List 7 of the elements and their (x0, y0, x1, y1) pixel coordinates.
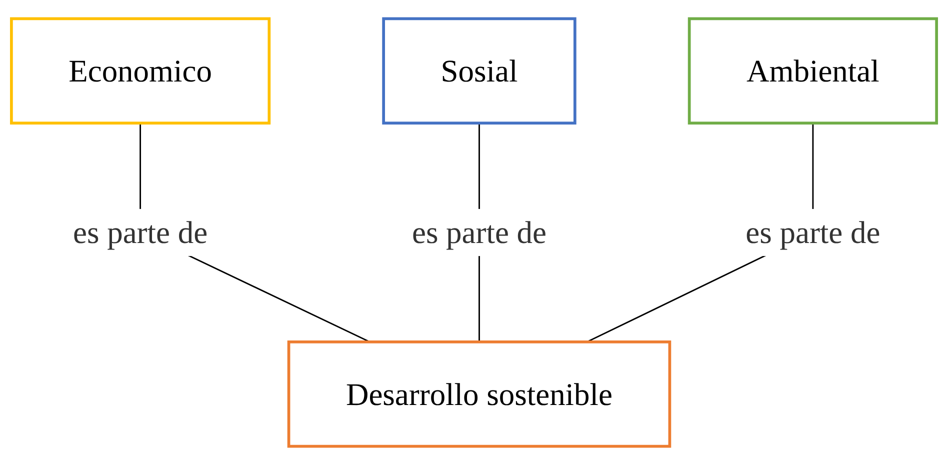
node-box: Desarrollo sostenible (287, 340, 672, 448)
edge-label: es parte de (746, 214, 880, 250)
node-box: Sosial (382, 17, 576, 125)
edge-label: es parte de (412, 214, 546, 250)
node-box: Ambiental (688, 17, 938, 125)
node-box: Economico (10, 17, 271, 125)
edge-label: es parte de (73, 214, 208, 250)
